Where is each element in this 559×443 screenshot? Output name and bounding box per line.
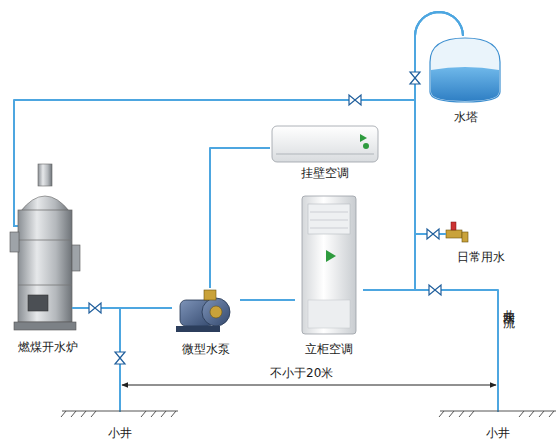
cabinet-ac-louver (310, 220, 348, 221)
wall-ac-body (272, 126, 378, 162)
valve-symbol (89, 303, 101, 313)
cabinet-air-conditioner-label: 立柜空调 (305, 342, 353, 356)
boiler-band (18, 240, 72, 241)
wall-air-conditioner-box: 挂壁空调 (270, 124, 380, 180)
water-tower-illustration (430, 38, 500, 102)
tap-spout (462, 232, 468, 242)
boiler-dome (20, 196, 70, 212)
ground-line (62, 411, 178, 412)
boiler-body (18, 210, 72, 322)
cabinet-air-conditioner-box: 立柜空调 (295, 192, 363, 356)
cabinet-ac-louver (310, 212, 348, 213)
water-pipe (363, 290, 498, 412)
water-tap-label: 日常用水 (457, 250, 505, 264)
wall-ac-logo (360, 134, 367, 142)
water-tower-box: 水塔 (426, 36, 506, 124)
boiler-illustration (10, 160, 90, 330)
water-pipe (210, 148, 270, 288)
tower-tank (430, 38, 500, 102)
cabinet-ac-body (302, 196, 356, 334)
pump-housing (202, 298, 230, 326)
micro-pump-box: 微型水泵 (172, 288, 240, 356)
ground-hatch (439, 411, 554, 417)
pump-base (176, 326, 220, 332)
tap-handle (451, 222, 456, 230)
valve-symbol (427, 229, 439, 239)
pump-port (204, 290, 216, 300)
cabinet-ac-panel (308, 300, 350, 328)
water-pipe (14, 12, 463, 160)
well-box: 小井 (476, 412, 520, 440)
wall-ac-logo (363, 143, 369, 149)
valve-symbol (349, 95, 361, 105)
water-pipe (363, 12, 463, 290)
tap-body (446, 230, 462, 238)
ground-hatch (61, 411, 176, 417)
dimension-label: 不小于20米 (270, 366, 333, 380)
boiler-gauge (72, 245, 80, 271)
boiler-band (18, 285, 72, 286)
coal-boiler-box: 燃煤开水炉 (5, 160, 90, 354)
micro-pump-label: 微型水泵 (182, 342, 230, 356)
pump-impeller (210, 306, 222, 318)
water-pipe (90, 308, 120, 412)
wall-air-conditioner-label: 挂壁空调 (301, 166, 349, 180)
tower-water (431, 67, 499, 101)
flow-note: 井水回流 (502, 300, 516, 308)
boiler-side-box (10, 232, 19, 252)
boiler-chimney (38, 164, 52, 186)
cabinet-ac-grille (308, 204, 350, 234)
well-label: 小井 (486, 426, 510, 440)
cabinet-ac-logo (326, 250, 336, 262)
tap-illustration (446, 222, 468, 242)
dimension-line (122, 385, 496, 386)
wall-ac-vent (276, 154, 374, 155)
water-tap-box: 日常用水 (446, 222, 516, 264)
valve-symbol (429, 285, 441, 295)
valve-symbol (410, 72, 420, 84)
coal-boiler-label: 燃煤开水炉 (18, 340, 78, 354)
boiler-base (14, 322, 76, 330)
pump-illustration (176, 290, 230, 332)
ground-symbol (61, 411, 556, 417)
water-pipe (240, 299, 295, 301)
cabinet-ac-louver (310, 228, 348, 229)
cabinet-ac-illustration (302, 196, 356, 334)
well-label: 小井 (108, 426, 132, 440)
well-box: 小井 (98, 412, 142, 440)
wall-ac-illustration (272, 126, 378, 162)
boiler-outlet-pipe (72, 307, 90, 309)
valve-symbol (115, 352, 125, 364)
boiler-fire-door (28, 295, 48, 311)
water-tower-label: 水塔 (454, 110, 478, 124)
ground-line (440, 411, 556, 412)
